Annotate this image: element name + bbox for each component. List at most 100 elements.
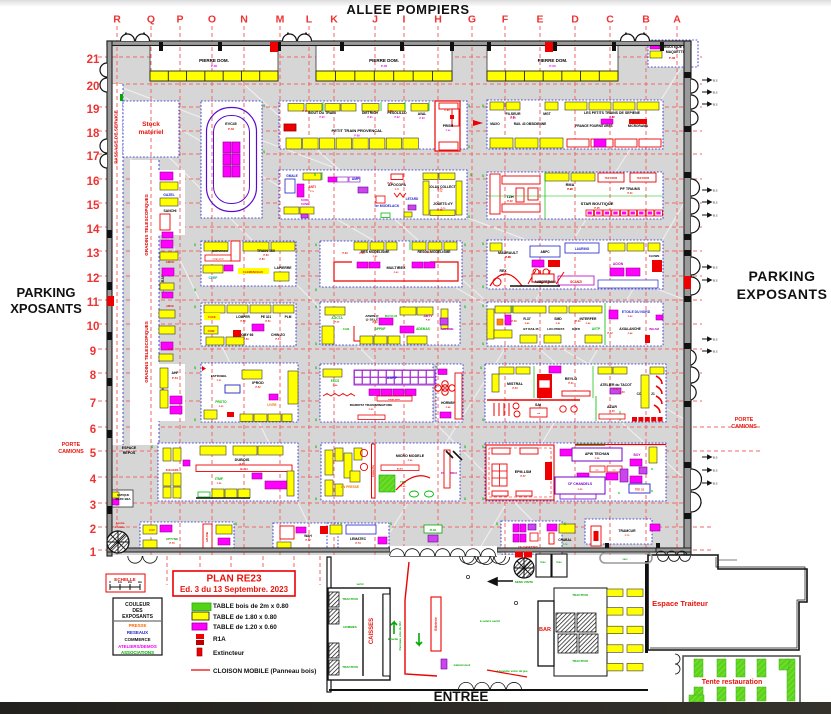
svg-text:JOUETS d'Y: JOUETS d'Y xyxy=(433,202,453,206)
svg-text:P-45: P-45 xyxy=(335,321,340,324)
svg-text:PARKING: PARKING xyxy=(17,285,76,300)
svg-text:PE 321: PE 321 xyxy=(261,315,272,319)
svg-text:$: $ xyxy=(315,418,317,422)
svg-text:P-61: P-61 xyxy=(359,252,365,255)
svg-text:christe: christe xyxy=(115,525,125,529)
svg-text:MICRORAMA: MICRORAMA xyxy=(628,124,649,128)
svg-text:$: $ xyxy=(482,242,484,246)
svg-text:$: $ xyxy=(482,418,484,422)
svg-text:AMPHMB: AMPHMB xyxy=(440,327,453,331)
svg-text:IPROD: IPROD xyxy=(252,381,264,385)
svg-text:10: 10 xyxy=(87,321,100,333)
svg-text:AARP: AARP xyxy=(387,376,398,380)
svg-text:P-91: P-91 xyxy=(367,116,373,119)
svg-text:ITMF: ITMF xyxy=(215,477,223,481)
svg-text:$: $ xyxy=(390,522,392,526)
svg-text:ATELIER du TACOT: ATELIER du TACOT xyxy=(600,383,633,387)
svg-text:COULEUR: COULEUR xyxy=(125,602,150,608)
svg-text:TRACTION: TRACTION xyxy=(572,659,588,663)
svg-text:B.S: B.S xyxy=(713,337,718,341)
svg-text:$: $ xyxy=(464,243,466,247)
svg-text:P-00: P-00 xyxy=(381,64,388,68)
svg-text:R: R xyxy=(113,14,121,26)
svg-text:R-37: R-37 xyxy=(523,317,530,321)
svg-text:P-53: P-53 xyxy=(243,338,249,341)
svg-text:P-60: P-60 xyxy=(263,254,269,257)
svg-text:P-36: P-36 xyxy=(505,256,511,259)
svg-text:$: $ xyxy=(263,150,265,154)
svg-text:H: H xyxy=(434,14,442,26)
svg-text:TZH: TZH xyxy=(506,195,514,199)
svg-text:P-52: P-52 xyxy=(372,321,378,324)
svg-text:11: 11 xyxy=(87,297,100,309)
svg-text:▲: ▲ xyxy=(286,30,290,35)
svg-text:ALLEE POMPIERS: ALLEE POMPIERS xyxy=(346,2,469,17)
svg-text:RAIL 43 OBSIDIENNE: RAIL 43 OBSIDIENNE xyxy=(514,122,547,126)
svg-text:$: $ xyxy=(263,104,265,108)
svg-text:$: $ xyxy=(315,288,317,292)
svg-text:TRAMCUR: TRAMCUR xyxy=(618,529,636,533)
svg-text:▲: ▲ xyxy=(304,30,308,35)
svg-text:XVELIERS: XVELIERS xyxy=(166,468,179,472)
svg-text:GMALE: GMALE xyxy=(286,174,298,178)
svg-text:$: $ xyxy=(436,366,438,370)
svg-text:1: 1 xyxy=(90,547,97,559)
svg-text:$: $ xyxy=(235,522,237,526)
svg-text:Extincteur: Extincteur xyxy=(213,650,245,657)
svg-text:P-74: P-74 xyxy=(563,543,568,546)
svg-text:BIARRITZ TRAIN MINIATURE: BIARRITZ TRAIN MINIATURE xyxy=(350,403,393,407)
svg-text:DJFR: DJFR xyxy=(572,327,581,331)
svg-text:matériel avoir: matériel avoir xyxy=(454,663,471,667)
svg-text:EVC45: EVC45 xyxy=(225,122,236,126)
svg-text:$: $ xyxy=(468,215,470,219)
svg-text:AVTP: AVTP xyxy=(592,327,601,331)
svg-text:PIERRE DOM.: PIERRE DOM. xyxy=(369,58,399,63)
svg-text:COMMERCE: COMMERCE xyxy=(124,637,150,642)
svg-text:magie pwm: magie pwm xyxy=(388,399,400,401)
svg-text:Panneau voie du RU: Panneau voie du RU xyxy=(398,621,402,650)
svg-text:PRISM: PRISM xyxy=(443,124,454,128)
svg-text:NICOLAS COLLECT: NICOLAS COLLECT xyxy=(424,185,455,189)
svg-text:P-25: P-25 xyxy=(594,206,600,210)
svg-text:à buvette votre de jeu: à buvette votre de jeu xyxy=(497,669,528,673)
svg-text:B.S: B.S xyxy=(713,200,718,204)
svg-text:B.S: B.S xyxy=(713,90,718,94)
svg-text:P-53: P-53 xyxy=(219,406,224,408)
svg-text:$: $ xyxy=(315,497,317,501)
svg-text:$: $ xyxy=(618,491,620,495)
svg-text:REX: REX xyxy=(500,269,508,273)
svg-text:P-40: P-40 xyxy=(525,322,530,325)
svg-text:TRAC: TRAC xyxy=(556,561,562,564)
svg-text:EXPOSANTS: EXPOSANTS xyxy=(737,286,828,302)
svg-text:RESOL MODELISME: RESOL MODELISME xyxy=(417,250,451,254)
svg-text:P-61: P-61 xyxy=(172,376,178,380)
svg-text:O: O xyxy=(208,14,216,26)
svg-text:K: K xyxy=(330,14,338,26)
svg-text:MOBY 66: MOBY 66 xyxy=(239,333,254,337)
svg-text:6: 6 xyxy=(90,424,96,436)
svg-text:P-47: P-47 xyxy=(426,319,431,322)
svg-text:TABLE de 1.80 x 0.80: TABLE de 1.80 x 0.80 xyxy=(213,614,277,621)
svg-text:$: $ xyxy=(151,445,153,449)
svg-text:$: $ xyxy=(482,285,484,289)
svg-text:CO: CO xyxy=(637,392,642,396)
svg-text:MES MODELISME: MES MODELISME xyxy=(361,250,391,254)
svg-text:$: $ xyxy=(315,305,317,309)
svg-text:TER PARIS: TER PARIS xyxy=(637,177,650,180)
svg-text:serint: serint xyxy=(356,582,363,586)
svg-text:$: $ xyxy=(340,522,342,526)
svg-text:PLAN RE23: PLAN RE23 xyxy=(206,574,261,585)
svg-text:0: 0 xyxy=(109,580,111,584)
svg-text:8: 8 xyxy=(90,370,97,382)
svg-text:B.S: B.S xyxy=(713,78,718,82)
svg-text:$: $ xyxy=(194,288,196,292)
svg-text:1m: 1m xyxy=(118,580,123,584)
svg-text:ABPC: ABPC xyxy=(540,250,550,254)
svg-text:xxx: xxx xyxy=(595,470,599,472)
svg-text:AZAR: AZAR xyxy=(607,405,617,409)
svg-text:P-64: P-64 xyxy=(333,384,338,387)
svg-text:RESEAUX: RESEAUX xyxy=(127,630,148,635)
svg-text:9: 9 xyxy=(90,346,96,358)
svg-text:B.S: B.S xyxy=(713,265,718,269)
svg-text:DUBOIS: DUBOIS xyxy=(235,458,250,462)
